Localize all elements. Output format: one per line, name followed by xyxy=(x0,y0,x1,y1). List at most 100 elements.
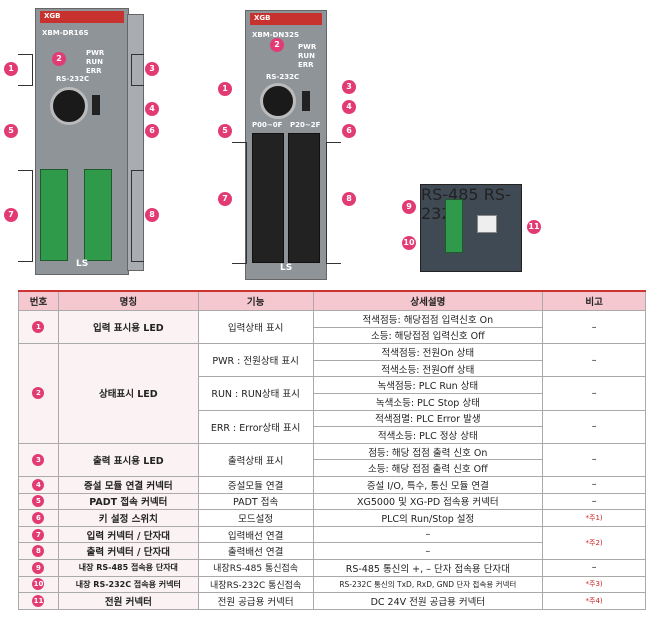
device-middle-image: XGB XBM-DN32S PWR RUN ERR RS-232C P00~0F… xyxy=(245,10,327,280)
table-row: 3 출력 표시용 LED 출력상태 표시 점등: 해당 접점 출력 신호 On … xyxy=(18,442,646,477)
table-row: 8 출력 커넥터 / 단자대 출력배선 연결 – xyxy=(18,542,646,560)
table-row: 5 PADT 접속 커넥터 PADT 접속 XG5000 및 XG-PD 접속용… xyxy=(18,492,646,511)
row-detail: 적색소등: PLC 정상 상태 xyxy=(312,426,544,444)
device-photos: XGB XBM-DR16S PWR RUN ERR RS-232C LS 1 2… xyxy=(0,0,665,285)
mode-switch-icon xyxy=(302,91,310,111)
callout-9: 9 xyxy=(402,200,416,214)
led-run: RUN xyxy=(86,58,103,66)
callout-7: 7 xyxy=(218,192,232,206)
callout-5: 5 xyxy=(4,124,18,138)
row-func: 출력상태 표시 xyxy=(197,442,314,477)
row-detail: – xyxy=(312,525,544,544)
row-func: 전원 공급용 커넥터 xyxy=(197,592,314,610)
row-name: 내장 RS-485 접속용 단자대 xyxy=(57,558,199,577)
row-detail: 적색점멸: PLC Error 발생 xyxy=(312,409,544,428)
row-remark: *주4) xyxy=(542,592,646,610)
row-number: 4 xyxy=(32,478,45,491)
power-connector xyxy=(477,215,497,233)
row-name: 입력 커넥터 / 단자대 xyxy=(57,525,199,544)
row-remark: – xyxy=(542,309,646,345)
callout-4: 4 xyxy=(145,102,159,116)
table-row: 6 키 설정 스위치 모드설정 PLC의 Run/Stop 설정 *주1) xyxy=(18,509,646,527)
table-row: 10 내장 RS-232C 접속용 커넥터 내장RS-232C 통신접속 RS-… xyxy=(18,575,646,594)
row-remark: – xyxy=(542,343,646,378)
row-name: 상태표시 LED xyxy=(57,343,199,444)
row-detail: RS-485 통신의 +, – 단자 접속용 단자대 xyxy=(312,558,544,577)
row-remark: – xyxy=(542,558,646,577)
row-detail: PLC의 Run/Stop 설정 xyxy=(312,509,544,527)
row-remark: *주1) xyxy=(542,509,646,527)
bracket-8 xyxy=(326,142,341,264)
row-func: RUN : RUN상태 표시 xyxy=(197,376,314,411)
callout-5: 5 xyxy=(218,124,232,138)
table-row: 9 내장 RS-485 접속용 단자대 내장RS-485 통신접속 RS-485… xyxy=(18,558,646,577)
row-detail: 녹색점등: PLC Run 상태 xyxy=(312,376,544,394)
row-detail: – xyxy=(312,542,544,560)
callout-6: 6 xyxy=(342,124,356,138)
table-row: 7 입력 커넥터 / 단자대 입력배선 연결 – *주2) xyxy=(18,525,646,560)
row-number: 2 xyxy=(32,387,45,400)
brand-bar: XGB xyxy=(250,13,322,25)
row-name: 전원 커넥터 xyxy=(57,592,199,610)
output-terminal xyxy=(84,169,112,261)
rs485-terminal xyxy=(445,199,463,253)
logo-text: LS xyxy=(76,259,89,269)
bracket-8 xyxy=(131,170,144,262)
led-err: ERR xyxy=(86,67,102,75)
callout-1: 1 xyxy=(4,62,18,76)
row-remark: *주3) xyxy=(542,575,646,594)
row-remark: – xyxy=(542,409,646,444)
port-label: RS-232C xyxy=(266,73,300,81)
row-name: 키 설정 스위치 xyxy=(57,509,199,527)
callout-8: 8 xyxy=(145,208,159,222)
row-name: PADT 접속 커넥터 xyxy=(57,492,199,511)
row-name: 출력 커넥터 / 단자대 xyxy=(57,542,199,560)
conn-right-label: P20~2F xyxy=(290,121,321,129)
row-func: 입력상태 표시 xyxy=(197,309,314,345)
row-number: 8 xyxy=(32,545,45,558)
row-func: PADT 접속 xyxy=(197,492,314,511)
row-detail: 녹색소등: PLC Stop 상태 xyxy=(312,392,544,411)
row-number: 5 xyxy=(32,495,45,508)
row-name: 출력 표시용 LED xyxy=(57,442,199,477)
device-left-image: XGB XBM-DR16S PWR RUN ERR RS-232C LS xyxy=(35,8,129,275)
callout-6: 6 xyxy=(145,124,159,138)
row-func: ERR : Error상태 표시 xyxy=(197,409,314,444)
bracket-3 xyxy=(131,54,144,86)
row-func: 증설모듈 연결 xyxy=(197,475,314,494)
row-number: 6 xyxy=(32,511,45,524)
callout-4: 4 xyxy=(342,100,356,114)
conn-left-label: P00~0F xyxy=(252,121,283,129)
row-remark: *주2) xyxy=(542,525,646,560)
spec-table: 번호 명칭 기능 상세설명 비고 1 입력 표시용 LED 입력상태 표시 적색… xyxy=(18,290,646,610)
output-connector xyxy=(288,133,320,263)
header-func: 기능 xyxy=(197,290,314,311)
row-func: 내장RS-485 통신접속 xyxy=(197,558,314,577)
header-no: 번호 xyxy=(18,290,59,311)
callout-1: 1 xyxy=(218,82,232,96)
table-row: RUN : RUN상태 표시 녹색점등: PLC Run 상태 – xyxy=(19,376,646,411)
row-detail: XG5000 및 XG-PD 접속용 커넥터 xyxy=(312,492,544,511)
row-func: 출력배선 연결 xyxy=(197,542,314,560)
header-detail: 상세설명 xyxy=(312,290,544,311)
led-pwr: PWR xyxy=(86,49,105,57)
row-func: 입력배선 연결 xyxy=(197,525,314,544)
table-row: 4 증설 모듈 연결 커넥터 증설모듈 연결 증설 I/O, 특수, 통신 모듈… xyxy=(18,475,646,494)
row-number: 9 xyxy=(32,561,45,574)
row-detail: 점등: 해당 접점 출력 신호 On xyxy=(312,442,544,461)
callout-2: 2 xyxy=(270,38,284,52)
table-row: 11 전원 커넥터 전원 공급용 커넥터 DC 24V 전원 공급용 커넥터 *… xyxy=(18,592,646,610)
row-func: 모드설정 xyxy=(197,509,314,527)
row-detail: DC 24V 전원 공급용 커넥터 xyxy=(312,592,544,610)
row-number: 1 xyxy=(32,321,45,334)
table-row: 1 입력 표시용 LED 입력상태 표시 적색점등: 해당접점 입력신호 On … xyxy=(18,309,646,345)
callout-7: 7 xyxy=(4,208,18,222)
led-run: RUN xyxy=(298,52,315,60)
model-text: XBM-DR16S xyxy=(42,29,89,37)
bracket-1 xyxy=(18,54,33,86)
row-name: 입력 표시용 LED xyxy=(57,309,199,345)
row-detail: 소등: 해당접점 입력신호 Off xyxy=(312,326,544,345)
led-err: ERR xyxy=(298,61,314,69)
table-row: 2 상태표시 LED PWR : 전원상태 표시 적색점등: 전원On 상태 – xyxy=(18,343,646,444)
header-name: 명칭 xyxy=(57,290,199,311)
